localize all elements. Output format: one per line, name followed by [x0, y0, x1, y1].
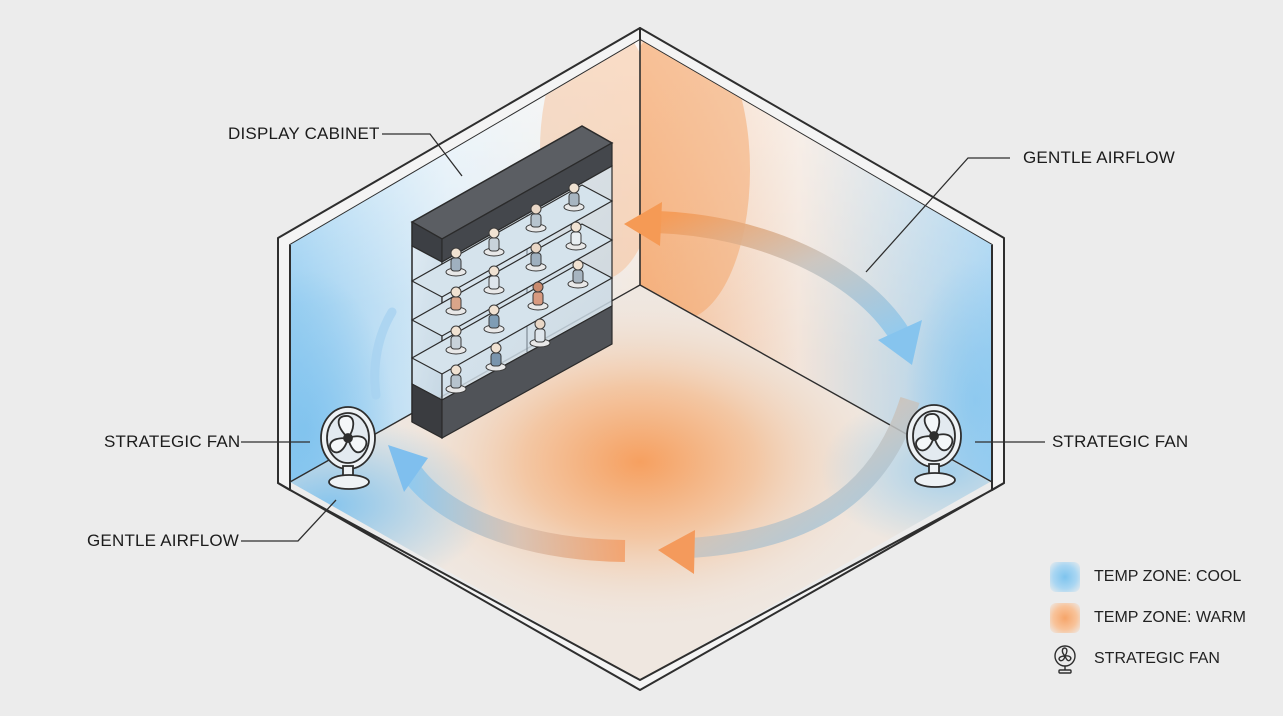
legend-label-warm: TEMP ZONE: WARM [1094, 609, 1246, 626]
strategic-fan-left [320, 406, 376, 490]
fan-icon [1054, 645, 1076, 674]
callout-strategic-fan-left: STRATEGIC FAN [104, 432, 241, 451]
airflow-arrow-left-wall [370, 307, 397, 400]
callout-gentle-airflow-top: GENTLE AIRFLOW [1023, 148, 1176, 167]
airflow-arrowhead-top-left [624, 202, 662, 246]
legend-item-cool: TEMP ZONE: COOL [1050, 562, 1241, 592]
airflow-arrowhead-bottom-left [388, 445, 428, 492]
airflow-arrowhead-bottom-right [658, 530, 695, 574]
legend-label-cool: TEMP ZONE: COOL [1094, 568, 1242, 585]
airflow-arrow-bottom-right [689, 396, 920, 558]
legend-label-fan: STRATEGIC FAN [1094, 650, 1220, 667]
cool-swatch [1050, 562, 1080, 592]
warm-swatch [1050, 603, 1080, 633]
airflow-arrowhead-top-right [878, 320, 922, 365]
legend-item-fan: STRATEGIC FAN [1050, 644, 1220, 674]
callout-strategic-fan-right: STRATEGIC FAN [1052, 432, 1189, 451]
leader-lines [241, 133, 1045, 542]
airflow-arrows [370, 202, 922, 574]
collectible-figures [445, 182, 589, 394]
callout-display-cabinet: DISPLAY CABINET [228, 124, 380, 143]
airflow-arrow-top [654, 211, 910, 341]
legend-item-warm: TEMP ZONE: WARM [1050, 603, 1246, 633]
strategic-fan-right [906, 404, 962, 488]
display-cabinet [410, 125, 614, 440]
callout-gentle-airflow-bottom: GENTLE AIRFLOW [87, 531, 240, 550]
airflow-arrow-bottom-left [400, 463, 626, 562]
